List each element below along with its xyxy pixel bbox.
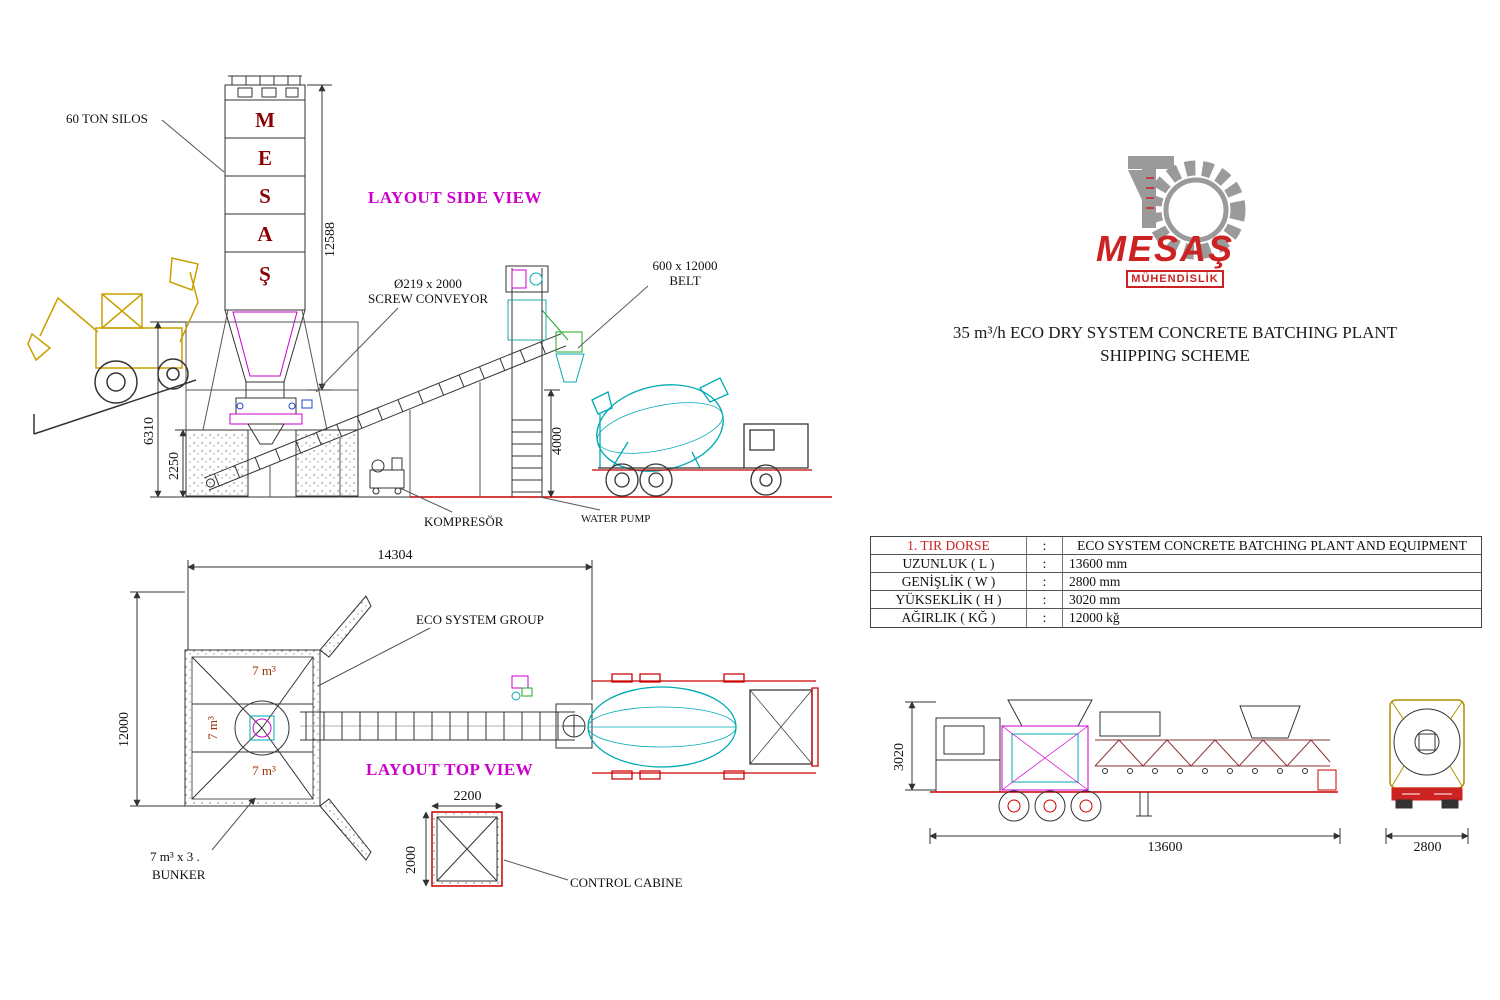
spec-value: 3020 mm xyxy=(1069,592,1121,607)
bunker-note-line1: 7 m³ x 3 . xyxy=(150,849,200,864)
silo-letter-m: M xyxy=(255,108,275,132)
spec-value: 2800 mm xyxy=(1069,574,1121,589)
pump-device-top xyxy=(512,676,532,700)
water-pump-label: WATER PUMP xyxy=(581,513,651,525)
water-pump-tower xyxy=(506,266,548,497)
logo-subtitle: MÜHENDİSLİK xyxy=(1126,270,1224,288)
compressor xyxy=(370,458,404,494)
shipping-rear-dimensions xyxy=(1385,828,1469,844)
dim-silo-height: 12588 xyxy=(323,222,338,257)
bunker-cell-left-label: 7 m³ xyxy=(205,716,220,740)
table-row: 1. TIR DORSE : ECO SYSTEM CONCRETE BATCH… xyxy=(871,537,1481,555)
top-view-leaders xyxy=(212,628,568,880)
table-row: YÜKSEKLİK ( H ) : 3020 mm xyxy=(871,591,1481,609)
belt-supports xyxy=(270,382,480,497)
spec-colon: : xyxy=(1027,609,1063,627)
gear-icon xyxy=(1154,168,1238,252)
belt-conveyor xyxy=(204,334,566,490)
side-view-dimensions xyxy=(150,84,560,498)
logo-art xyxy=(1128,156,1238,252)
dim-cabin-width: 2200 xyxy=(453,789,482,804)
bunker-cell-top-label: 7 m³ xyxy=(252,663,276,678)
top-view-dimensions xyxy=(130,560,593,887)
spec-colon: : xyxy=(1027,537,1063,554)
side-view-drawing xyxy=(28,76,832,512)
top-view-drawing xyxy=(130,560,818,886)
spec-value: ECO SYSTEM CONCRETE BATCHING PLANT AND E… xyxy=(1077,538,1467,553)
screw-conveyor-label: SCREW CONVEYOR xyxy=(367,291,489,306)
eco-system-group-label: ECO SYSTEM GROUP xyxy=(416,612,544,627)
shipping-side-dimensions xyxy=(905,701,1341,844)
silo-letter-a: A xyxy=(257,222,273,246)
dim-top-width: 12000 xyxy=(117,712,132,747)
table-row: GENİŞLİK ( W ) : 2800 mm xyxy=(871,573,1481,591)
screw-conveyor-size: Ø219 x 2000 xyxy=(394,276,462,291)
shipping-side-drawing xyxy=(905,700,1341,844)
control-cabin-label: CONTROL CABINE xyxy=(570,875,683,890)
spec-colon: : xyxy=(1027,591,1063,608)
spec-label: YÜKSEKLİK ( H ) xyxy=(871,591,1027,608)
logo-wordmark: MESAŞ xyxy=(1095,228,1235,269)
dim-foundation-height: 2250 xyxy=(167,452,182,480)
silo-body xyxy=(225,85,305,398)
silo-letter-s: S xyxy=(259,184,271,208)
backhoe-loader xyxy=(28,258,198,434)
caliper-icon xyxy=(1128,156,1174,228)
bunker-note-line2: BUNKER xyxy=(152,867,206,882)
dim-top-length: 14304 xyxy=(377,548,413,563)
dim-plant-height: 6310 xyxy=(142,417,157,445)
kompresor-label: KOMPRESÖR xyxy=(424,514,504,529)
silo-callout: 60 TON SILOS xyxy=(66,111,148,126)
spec-label: GENİŞLİK ( W ) xyxy=(871,573,1027,590)
dim-shipping-length: 13600 xyxy=(1130,840,1200,856)
drawing-title-line1: 35 m³/h ECO DRY SYSTEM CONCRETE BATCHING… xyxy=(952,323,1398,342)
dim-discharge-height: 4000 xyxy=(550,427,565,455)
spec-label: 1. TIR DORSE xyxy=(871,537,1027,554)
bunker-cell-bottom-label: 7 m³ xyxy=(252,763,276,778)
drawing-title-line2: SHIPPING SCHEME xyxy=(1100,346,1250,365)
spec-colon: : xyxy=(1027,573,1063,590)
foundation-pier-left xyxy=(186,430,248,496)
table-row: UZUNLUK ( L ) : 13600 mm xyxy=(871,555,1481,573)
silo-letter-e: E xyxy=(257,146,272,170)
dim-cabin-depth: 2000 xyxy=(404,846,419,874)
spec-table: 1. TIR DORSE : ECO SYSTEM CONCRETE BATCH… xyxy=(870,536,1482,628)
bunker-wing-top xyxy=(320,596,371,657)
spec-value: 13600 mm xyxy=(1069,556,1128,571)
mixer-truck-side xyxy=(589,374,812,496)
spec-label: UZUNLUK ( L ) xyxy=(871,555,1027,572)
control-cabin xyxy=(432,812,502,886)
side-view-leaders xyxy=(162,120,648,512)
belt-label: BELT xyxy=(669,273,701,288)
silo-letter-s2: Ş xyxy=(259,262,271,286)
dim-shipping-width: 2800 xyxy=(1395,840,1460,856)
mixer-weigher xyxy=(230,398,312,444)
tractor-wheels xyxy=(999,791,1152,821)
silo-support-frame xyxy=(186,310,358,430)
table-row: AĞIRLIK ( KĞ ) : 12000 kğ xyxy=(871,609,1481,627)
spec-value: 12000 kğ xyxy=(1069,610,1120,625)
side-view-title: LAYOUT SIDE VIEW xyxy=(368,188,542,207)
dim-shipping-height: 3020 xyxy=(892,743,907,771)
spec-colon: : xyxy=(1027,555,1063,572)
mixer-truck-top xyxy=(588,674,818,779)
bunker-funnels xyxy=(192,657,313,799)
bunker-wing-bottom xyxy=(320,799,371,860)
shipping-rear-drawing xyxy=(1385,700,1469,844)
foundation-pier-right xyxy=(296,430,358,496)
belt-size: 600 x 12000 xyxy=(652,258,718,273)
top-conveyor xyxy=(300,704,592,748)
belt-head xyxy=(542,310,584,382)
plant-on-trailer xyxy=(1002,700,1336,790)
top-view-title: LAYOUT TOP VIEW xyxy=(366,760,534,779)
spec-label: AĞIRLIK ( KĞ ) xyxy=(871,609,1027,627)
